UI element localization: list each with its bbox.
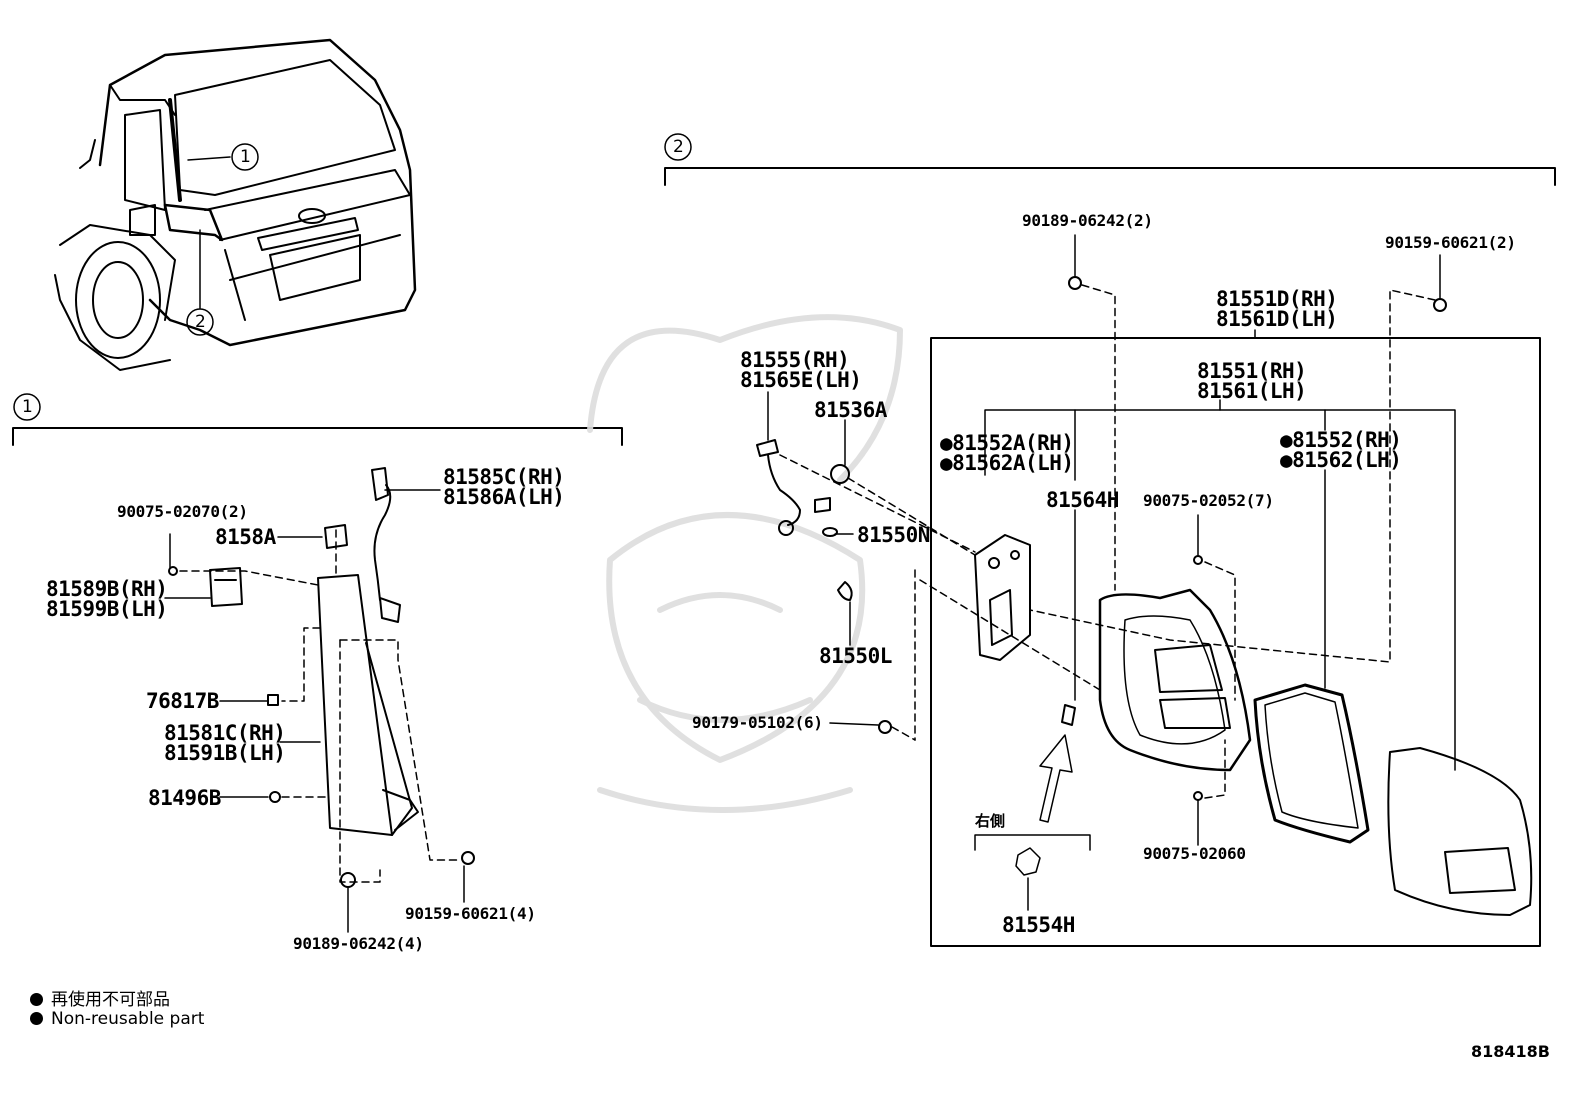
part-90179-05102: 90179-05102(6)	[692, 713, 823, 732]
part-81550n: 81550N	[857, 523, 930, 547]
callout-1-section: 1	[22, 397, 33, 417]
part-81536a: 81536A	[814, 398, 887, 422]
part-81552a-81562a: ●81552A(RH) ●81562A(LH)	[940, 431, 1074, 475]
part-76817b: 76817B	[146, 689, 219, 713]
part-81585c-81586a: 81585C(RH) 81586A(LH)	[443, 465, 565, 509]
part-81555: 81555(RH)	[740, 348, 850, 372]
callout-circle-2-vehicle	[186, 308, 214, 336]
part-90189-06242-2: 90189-06242(2)	[1022, 211, 1153, 230]
part-81552-81562: ●81552(RH) ●81562(LH)	[1280, 428, 1402, 472]
part-81562: ●81562(LH)	[1280, 448, 1402, 472]
part-81581c-81591b: 81581C(RH) 81591B(LH)	[164, 721, 286, 765]
part-90075-02060: 90075-02060	[1143, 844, 1246, 863]
callout-2-vehicle: 2	[195, 312, 206, 332]
bullet-icon	[30, 1012, 43, 1025]
part-81561d: 81561D(LH)	[1216, 307, 1338, 331]
part-90159-60621-2: 90159-60621(2)	[1385, 233, 1516, 252]
right-side-label: 右側	[975, 812, 1006, 830]
callout-circle-1-section	[13, 393, 41, 421]
figure-id: 818418B	[1471, 1042, 1550, 1061]
bullet-icon	[30, 993, 43, 1006]
part-81585c: 81585C(RH)	[443, 465, 565, 489]
part-81551: 81551(RH)	[1197, 359, 1307, 383]
part-81551d-81561d: 81551D(RH) 81561D(LH)	[1216, 287, 1338, 331]
watermark-logo	[587, 314, 903, 813]
part-81552a: ●81552A(RH)	[940, 431, 1074, 455]
legend-en: Non-reusable part	[30, 1009, 204, 1029]
part-81554h: 81554H	[1002, 913, 1075, 937]
legend-en-text: Non-reusable part	[51, 1009, 205, 1029]
part-81561: 81561(LH)	[1197, 379, 1307, 403]
part-90189-06242-4: 90189-06242(4)	[293, 934, 424, 953]
callout-2-section: 2	[673, 137, 684, 157]
part-81581c: 81581C(RH)	[164, 721, 286, 745]
legend-jp-text: 再使用不可部品	[51, 990, 170, 1010]
part-81586a: 81586A(LH)	[443, 485, 565, 509]
part-81589b-81599b: 81589B(RH) 81599B(LH)	[46, 577, 168, 621]
part-81552: ●81552(RH)	[1280, 428, 1402, 452]
section1-parts	[164, 467, 475, 933]
part-81564h: 81564H	[1046, 488, 1119, 512]
vehicle-rear-illustration	[54, 38, 417, 371]
part-81591b: 81591B(LH)	[164, 741, 286, 765]
part-81550l: 81550L	[819, 644, 892, 668]
part-81562a: ●81562A(LH)	[940, 451, 1074, 475]
section1-bracket	[12, 427, 623, 446]
part-90075-02052: 90075-02052(7)	[1143, 491, 1274, 510]
part-90075-02070: 90075-02070(2)	[117, 502, 248, 521]
callout-circle-1-vehicle	[231, 143, 259, 171]
callout-circle-2-section	[664, 133, 692, 161]
legend-jp: 再使用不可部品	[30, 985, 170, 1010]
part-90159-60621-4: 90159-60621(4)	[405, 904, 536, 923]
part-81599b: 81599B(LH)	[46, 597, 168, 621]
section2-bracket	[664, 167, 1556, 186]
lamp-assembly-frame	[930, 337, 1541, 947]
part-81551-81561: 81551(RH) 81561(LH)	[1197, 359, 1307, 403]
part-81589b: 81589B(RH)	[46, 577, 168, 601]
part-81565e: 81565E(LH)	[740, 368, 862, 392]
part-81496b: 81496B	[148, 786, 221, 810]
part-8158a: 8158A	[215, 525, 276, 549]
part-81551d: 81551D(RH)	[1216, 287, 1338, 311]
part-81555-81565e: 81555(RH) 81565E(LH)	[740, 348, 862, 392]
section2-parts	[756, 234, 1533, 916]
callout-1-vehicle: 1	[240, 147, 251, 167]
